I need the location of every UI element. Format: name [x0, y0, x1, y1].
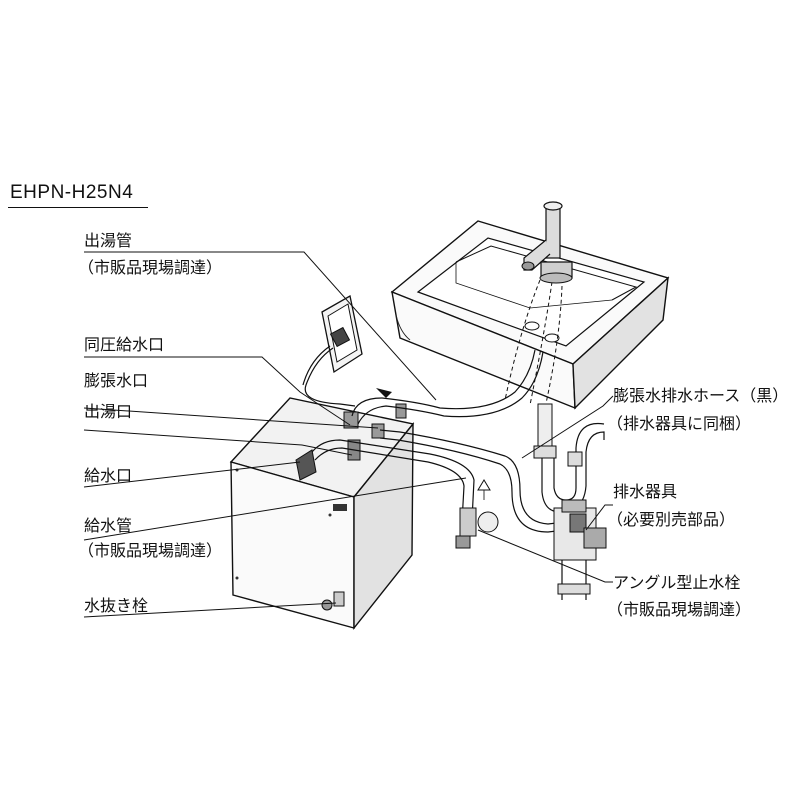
- model-number: EHPN-H25N4: [10, 182, 134, 203]
- label-outlet-pipe-note: （市販品現場調達）: [78, 258, 223, 277]
- leader-lines: [83, 251, 614, 618]
- pipes: [311, 349, 566, 533]
- label-expansion-port: 膨張水口: [84, 371, 149, 390]
- wash-basin: [390, 220, 670, 410]
- label-supply-pipe-note: （市販品現場調達）: [78, 541, 223, 560]
- angle-valve: [455, 507, 499, 549]
- label-expansion-drain-hose: 膨張水排水ホース（黒）: [613, 386, 789, 405]
- label-water-inlet: 給水口: [84, 466, 133, 485]
- faucet: [521, 201, 573, 284]
- label-expansion-drain-hose-note: （排水器具に同梱）: [607, 414, 752, 433]
- label-same-pressure-inlet: 同圧給水口: [84, 335, 165, 354]
- label-supply-pipe: 給水管: [84, 516, 133, 535]
- drain-assembly: [533, 403, 607, 600]
- label-drain-plug: 水抜き栓: [84, 596, 149, 615]
- model-underline: [8, 207, 148, 208]
- label-drain-fitting-note: （必要別売部品）: [607, 510, 736, 529]
- wall-outlet: [302, 294, 363, 407]
- label-hot-outlet: 出湯口: [84, 402, 133, 421]
- label-drain-fitting: 排水器具: [613, 482, 678, 501]
- label-angle-valve-note: （市販品現場調達）: [607, 600, 752, 619]
- label-angle-valve: アングル型止水栓: [613, 573, 741, 592]
- label-outlet-pipe: 出湯管: [84, 231, 133, 250]
- water-heater-unit: [229, 397, 415, 631]
